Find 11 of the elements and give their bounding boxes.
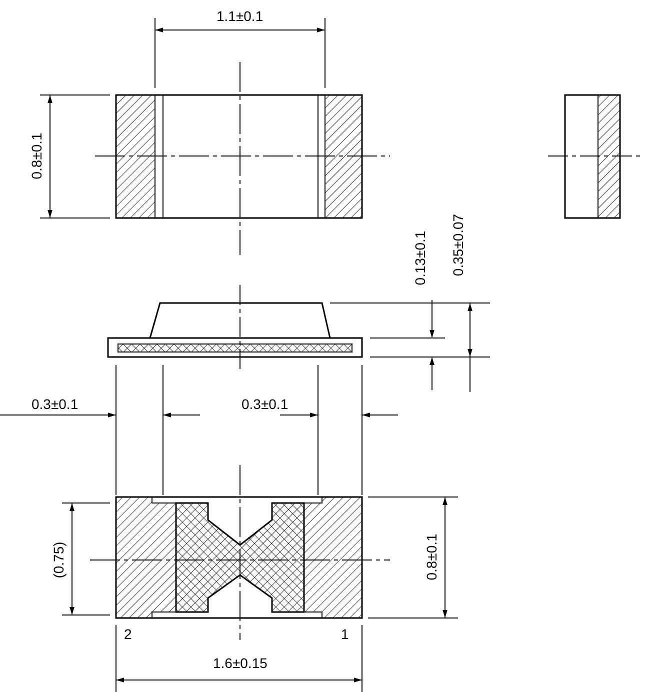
dimension-label: 0.13±0.1 [412, 230, 428, 286]
pin-number: 1 [341, 626, 349, 642]
dimension-label: 0.8±0.1 [422, 534, 439, 580]
dimension-label: 1.6±0.15 [213, 655, 268, 671]
dimension-label: (0.75) [50, 542, 66, 578]
dimension-label: 0.3±0.1 [242, 396, 288, 412]
pin-number: 2 [124, 626, 132, 642]
dimension-label: 0.8±0.1 [28, 132, 44, 180]
dimension-label: 0.35±0.07 [450, 214, 466, 276]
dimension-label: 0.3±0.1 [32, 396, 78, 412]
dimension-label: 1.1±0.1 [216, 8, 264, 24]
